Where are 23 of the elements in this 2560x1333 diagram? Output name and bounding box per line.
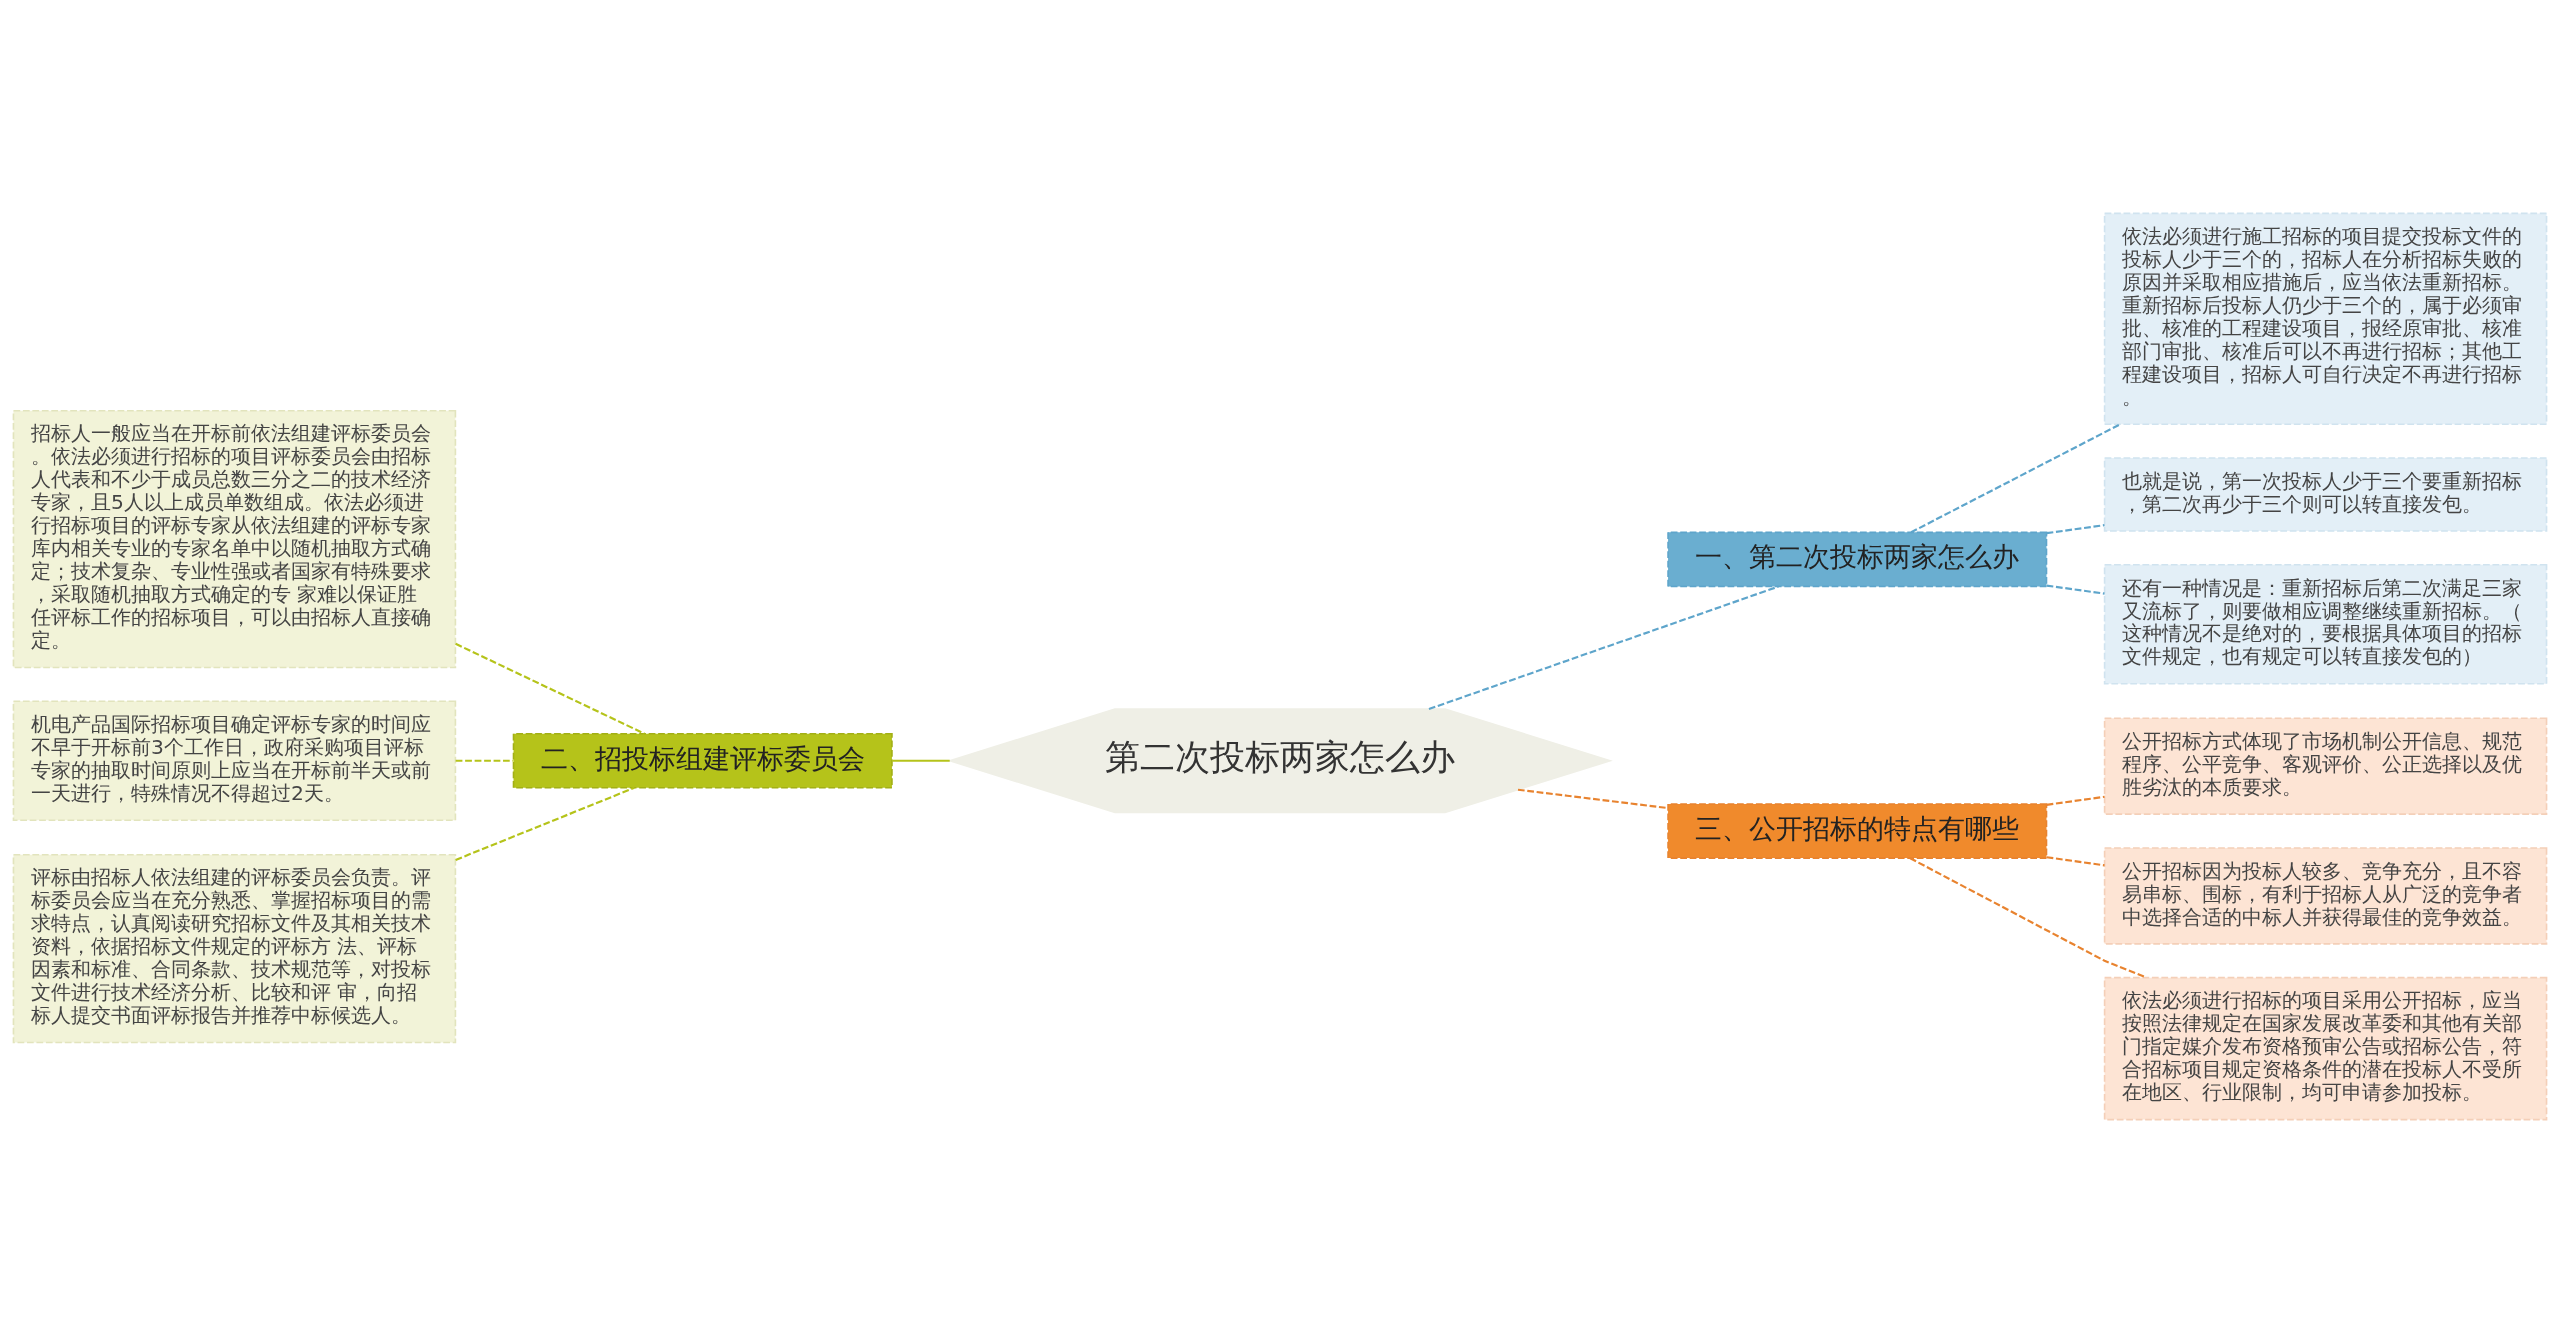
- node-box: 依法必须进行施工招标的项目提交投标文件的投标人少于三个的，招标人在分析招标失败的原因并采取相应措施后，应当依法重新招标。重新招标后投标人仍少于三个的，属于必须审批、核准的工程建设项目，报经原审批、核准部门审批、核准后可以不再进行招标；其他工程建设项目，招标人可自行决定不再进行招标。: [2103, 212, 2548, 426]
- node-box: 也就是说，第一次投标人少于三个要重新招标，第二次再少于三个则可以转直接发包。: [2103, 457, 2548, 532]
- connector: [1517, 788, 1668, 810]
- connector: [1428, 585, 1779, 711]
- connector: [2046, 856, 2105, 867]
- node-box: 评标由招标人依法组建的评标委员会负责。评标委员会应当在充分熟悉、掌握招标项目的需求特点，认真阅读研究招标文件及其相关技术资料，依据招标文件规定的评标方 法、评标因素和标准、合同条款、技术规范等，对投标文件进行技术经济分析、比较和评 审，向招标人提交书面评标报告并推荐中标候选人。: [12, 853, 457, 1044]
- connector: [1910, 423, 2121, 534]
- connector: [455, 642, 645, 735]
- node-box: 公开招标方式体现了市场机制公开信息、规范程序、公平竞争、客观评价、公正选择以及优胜劣汰的本质要求。: [2103, 717, 2548, 815]
- connector: [892, 759, 950, 762]
- node-box: 依法必须进行招标的项目采用公开招标，应当按照法律规定在国家发展改革委和其他有关部门指定媒介发布资格预审公告或招标公告，符合招标项目规定资格条件的潜在投标人不受所在地区、行业限制，均可申请参加投标。: [2103, 976, 2548, 1121]
- connector: [455, 759, 514, 762]
- node-box: 还有一种情况是：重新招标后第二次满足三家又流标了，则要做相应调整继续重新招标。（这种情况不是绝对的，要根据具体项目的招标文件规定，也有规定可以转直接发包的）: [2103, 564, 2548, 685]
- node-box: 机电产品国际招标项目确定评标专家的时间应不早于开标前3个工作日，政府采购项目评标专家的抽取时间原则上应当在开标前半天或前一天进行，特殊情况不得超过2天。: [12, 700, 457, 822]
- connector: [2046, 795, 2105, 806]
- node-box: 公开招标因为投标人较多、竞争充分，且不容易串标、围标，有利于招标人从广泛的竞争者中选择合适的中标人并获得最佳的竞争效益。: [2103, 847, 2548, 945]
- connector: [2046, 524, 2105, 535]
- node-box: 一、第二次投标两家怎么办: [1667, 531, 2048, 588]
- connector: [455, 786, 635, 861]
- connector: [2046, 584, 2105, 595]
- node-box: 招标人一般应当在开标前依法组建评标委员会。依法必须进行招标的项目评标委员会由招标人代表和不少于成员总数三分之二的技术经济专家，且5人以上成员单数组成。依法必须进行招标项目的评标专家从依法组建的评标专家库内相关专业的专家名单中以随机抽取方式确定；技术复杂、专业性强或者国家有特殊要求，采取随机抽取方式确定的专 家难以保证胜任评标工作的招标项目，可以由招标人直接确定。: [12, 409, 457, 669]
- node-box: 三、公开招标的特点有哪些: [1667, 803, 2048, 859]
- node-box: 二、招投标组建评标委员会: [512, 732, 893, 789]
